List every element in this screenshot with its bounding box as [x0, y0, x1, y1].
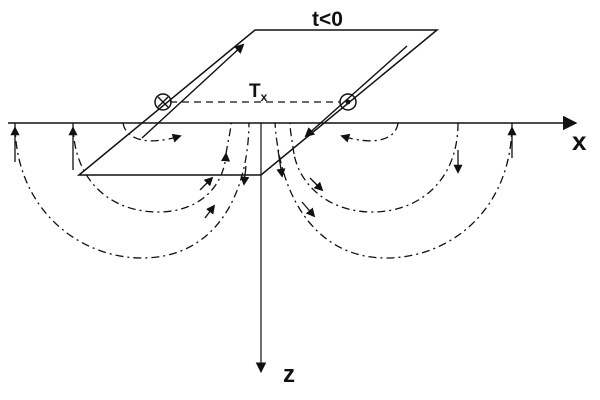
loop-current-arrow-right — [304, 45, 408, 138]
right-field-loop-bottom-arrow — [301, 201, 316, 218]
right-field-loop-lower-arrow — [309, 177, 324, 192]
left-field-loop-inner — [122, 122, 182, 143]
time-label: t<0 — [312, 8, 343, 31]
right-field-lines — [274, 122, 517, 259]
left-field-loop-middle — [72, 122, 231, 213]
right-field-loop-descent — [276, 149, 286, 178]
right-field-loop-outer — [274, 122, 513, 259]
loop-current-arrow-left — [141, 43, 245, 139]
left-field-loop-middle-up — [225, 122, 232, 155]
left-field-loop-bottom-arrow — [204, 204, 216, 219]
z-axis-label: z — [283, 361, 295, 388]
right-field-loop-inner — [340, 122, 399, 143]
left-field-loop-outer — [14, 122, 250, 259]
transmitter-subscript-label: x — [261, 90, 268, 104]
right-field-loop-middle-top — [289, 122, 295, 155]
x-axis-label: x — [572, 126, 587, 156]
left-field-lines — [10, 122, 250, 259]
right-field-loop-middle — [293, 122, 459, 213]
current-into-page-icon — [154, 93, 172, 111]
left-field-loop-outer-descent — [240, 165, 250, 186]
transmitter-loop — [76, 29, 440, 176]
left-field-loop-lower-arrow — [199, 176, 214, 191]
transmitter-label: Tx — [249, 81, 268, 104]
current-out-of-page-icon — [339, 93, 357, 111]
transmitter-main-label: T — [249, 81, 261, 102]
